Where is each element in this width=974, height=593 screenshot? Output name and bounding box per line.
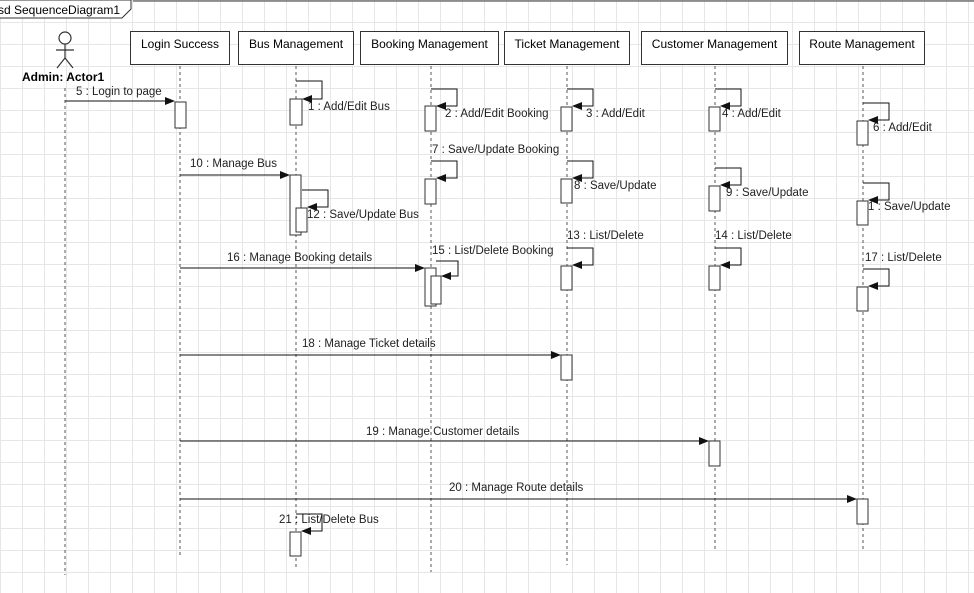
self-message-arrow — [567, 247, 594, 269]
message-arrows — [65, 97, 857, 503]
activation-bar — [174, 101, 187, 129]
self-message-arrow — [296, 80, 323, 103]
self-message-arrow — [715, 167, 742, 189]
message-label: 13 : List/Delete — [567, 230, 644, 242]
frame-title: sd SequenceDiagram1 — [0, 3, 121, 17]
message-label: 1 : Save/Update — [868, 201, 951, 213]
message-label: 1 : Add/Edit Bus — [308, 101, 390, 113]
lifeline-ticket-management[interactable]: Ticket Management — [504, 31, 630, 65]
activation-bar — [289, 174, 302, 236]
activation-bar — [708, 440, 721, 467]
message-label: 2 : Add/Edit Booking — [445, 108, 549, 120]
self-message-arrow — [567, 88, 594, 110]
activation-bar — [424, 105, 437, 132]
activation-bar — [856, 120, 869, 146]
self-message-arrow — [863, 102, 890, 124]
self-message-arrow — [431, 88, 458, 110]
activation-bar — [560, 354, 573, 381]
frame-tab-outline — [0, 0, 132, 19]
lifeline-booking-management[interactable]: Booking Management — [360, 31, 499, 65]
activation-bar — [856, 498, 869, 525]
self-message-arrows — [296, 80, 890, 535]
message-label: 19 : Manage Customer details — [366, 426, 520, 438]
lifeline-route-management[interactable]: Route Management — [799, 31, 925, 65]
activation-bar — [856, 200, 869, 226]
self-message-arrow — [715, 247, 742, 269]
actor-icon — [56, 31, 74, 69]
self-message-arrow — [863, 268, 890, 290]
message-label: 14 : List/Delete — [715, 230, 792, 242]
message-label: 8 : Save/Update — [574, 180, 657, 192]
activation-bar — [430, 275, 442, 305]
self-message-arrow — [863, 182, 890, 204]
message-label: 9 : Save/Update — [726, 187, 809, 199]
message-label: 10 : Manage Bus — [190, 158, 277, 170]
frame-title-tab: sd SequenceDiagram1 — [0, 0, 132, 19]
message-label: 6 : Add/Edit — [873, 122, 932, 134]
message-label: 17 : List/Delete — [865, 252, 942, 264]
lifeline-bus-management[interactable]: Bus Management — [238, 31, 354, 65]
message-label: 7 : Save/Update Booking — [432, 144, 560, 156]
self-message-arrow — [431, 160, 458, 182]
self-message-arrow — [296, 513, 323, 535]
activation-bar — [708, 265, 721, 291]
activation-bar — [856, 286, 869, 312]
self-message-arrow — [436, 260, 459, 280]
self-message-arrow — [567, 160, 594, 182]
activation-bar — [295, 207, 308, 233]
message-label: 4 : Add/Edit — [722, 108, 781, 120]
self-message-arrow — [715, 88, 742, 110]
message-label: 16 : Manage Booking details — [227, 252, 373, 264]
message-label: 20 : Manage Route details — [449, 482, 584, 494]
activation-bar — [289, 531, 302, 557]
activation-bar — [289, 98, 303, 126]
actor-name: Admin: Actor1 — [22, 70, 105, 84]
activation-bar — [560, 106, 573, 132]
message-label: 5 : Login to page — [76, 86, 162, 98]
self-message-arrow — [302, 189, 329, 211]
activation-bar — [424, 178, 437, 205]
activation-bars — [174, 98, 869, 557]
lifeline-login-success[interactable]: Login Success — [130, 31, 230, 65]
activation-bar — [708, 106, 721, 132]
message-label: 3 : Add/Edit — [586, 108, 645, 120]
lifeline-customer-management[interactable]: Customer Management — [641, 31, 788, 65]
activation-bar — [560, 178, 573, 204]
message-label: 18 : Manage Ticket details — [302, 338, 436, 350]
message-label: 12 : Save/Update Bus — [307, 209, 419, 221]
message-label: 15 : List/Delete Booking — [432, 245, 554, 257]
activation-bar — [560, 265, 573, 291]
activation-bar — [708, 185, 721, 212]
message-label: 21 : List/Delete Bus — [279, 514, 379, 526]
